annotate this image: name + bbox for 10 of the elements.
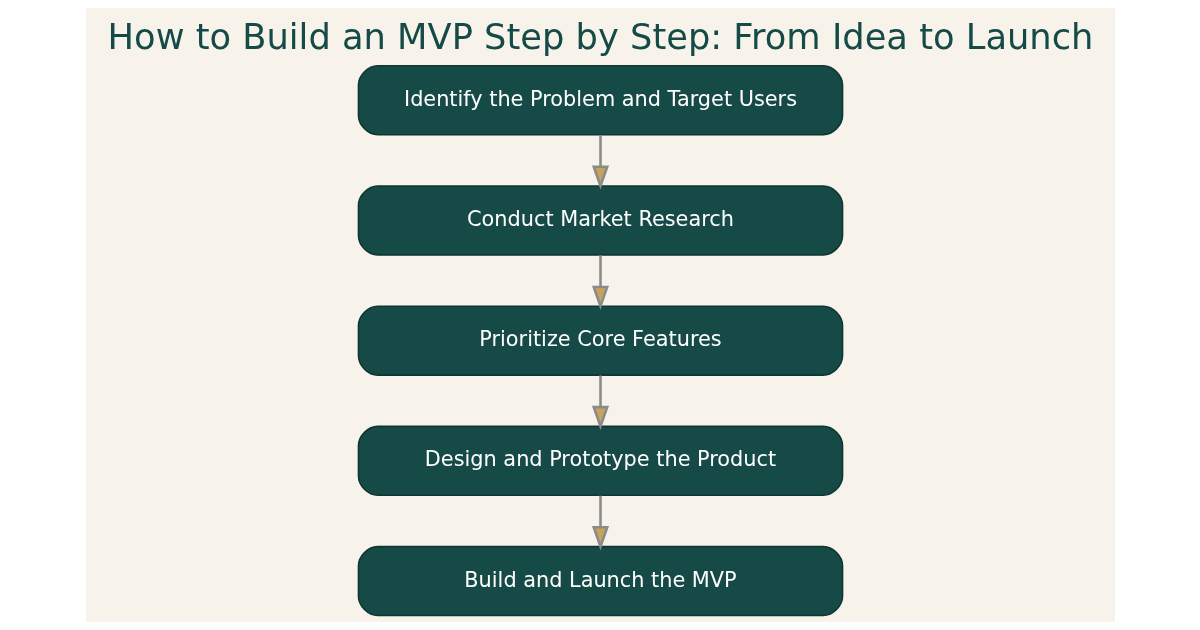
node-box: Build and Launch the MVP [357, 545, 843, 617]
diagram-title: How to Build an MVP Step by Step: From Idea to Launch [107, 16, 1093, 58]
node-box: Prioritize Core Features [357, 305, 843, 376]
arrow [591, 135, 609, 190]
arrow [591, 495, 609, 551]
node-box: Conduct Market Research [357, 185, 843, 256]
node-box: Design and Prototype the Product [357, 425, 843, 497]
arrow [591, 255, 609, 311]
arrow [591, 375, 609, 431]
node-box: Identify the Problem and Target Users [357, 64, 843, 136]
